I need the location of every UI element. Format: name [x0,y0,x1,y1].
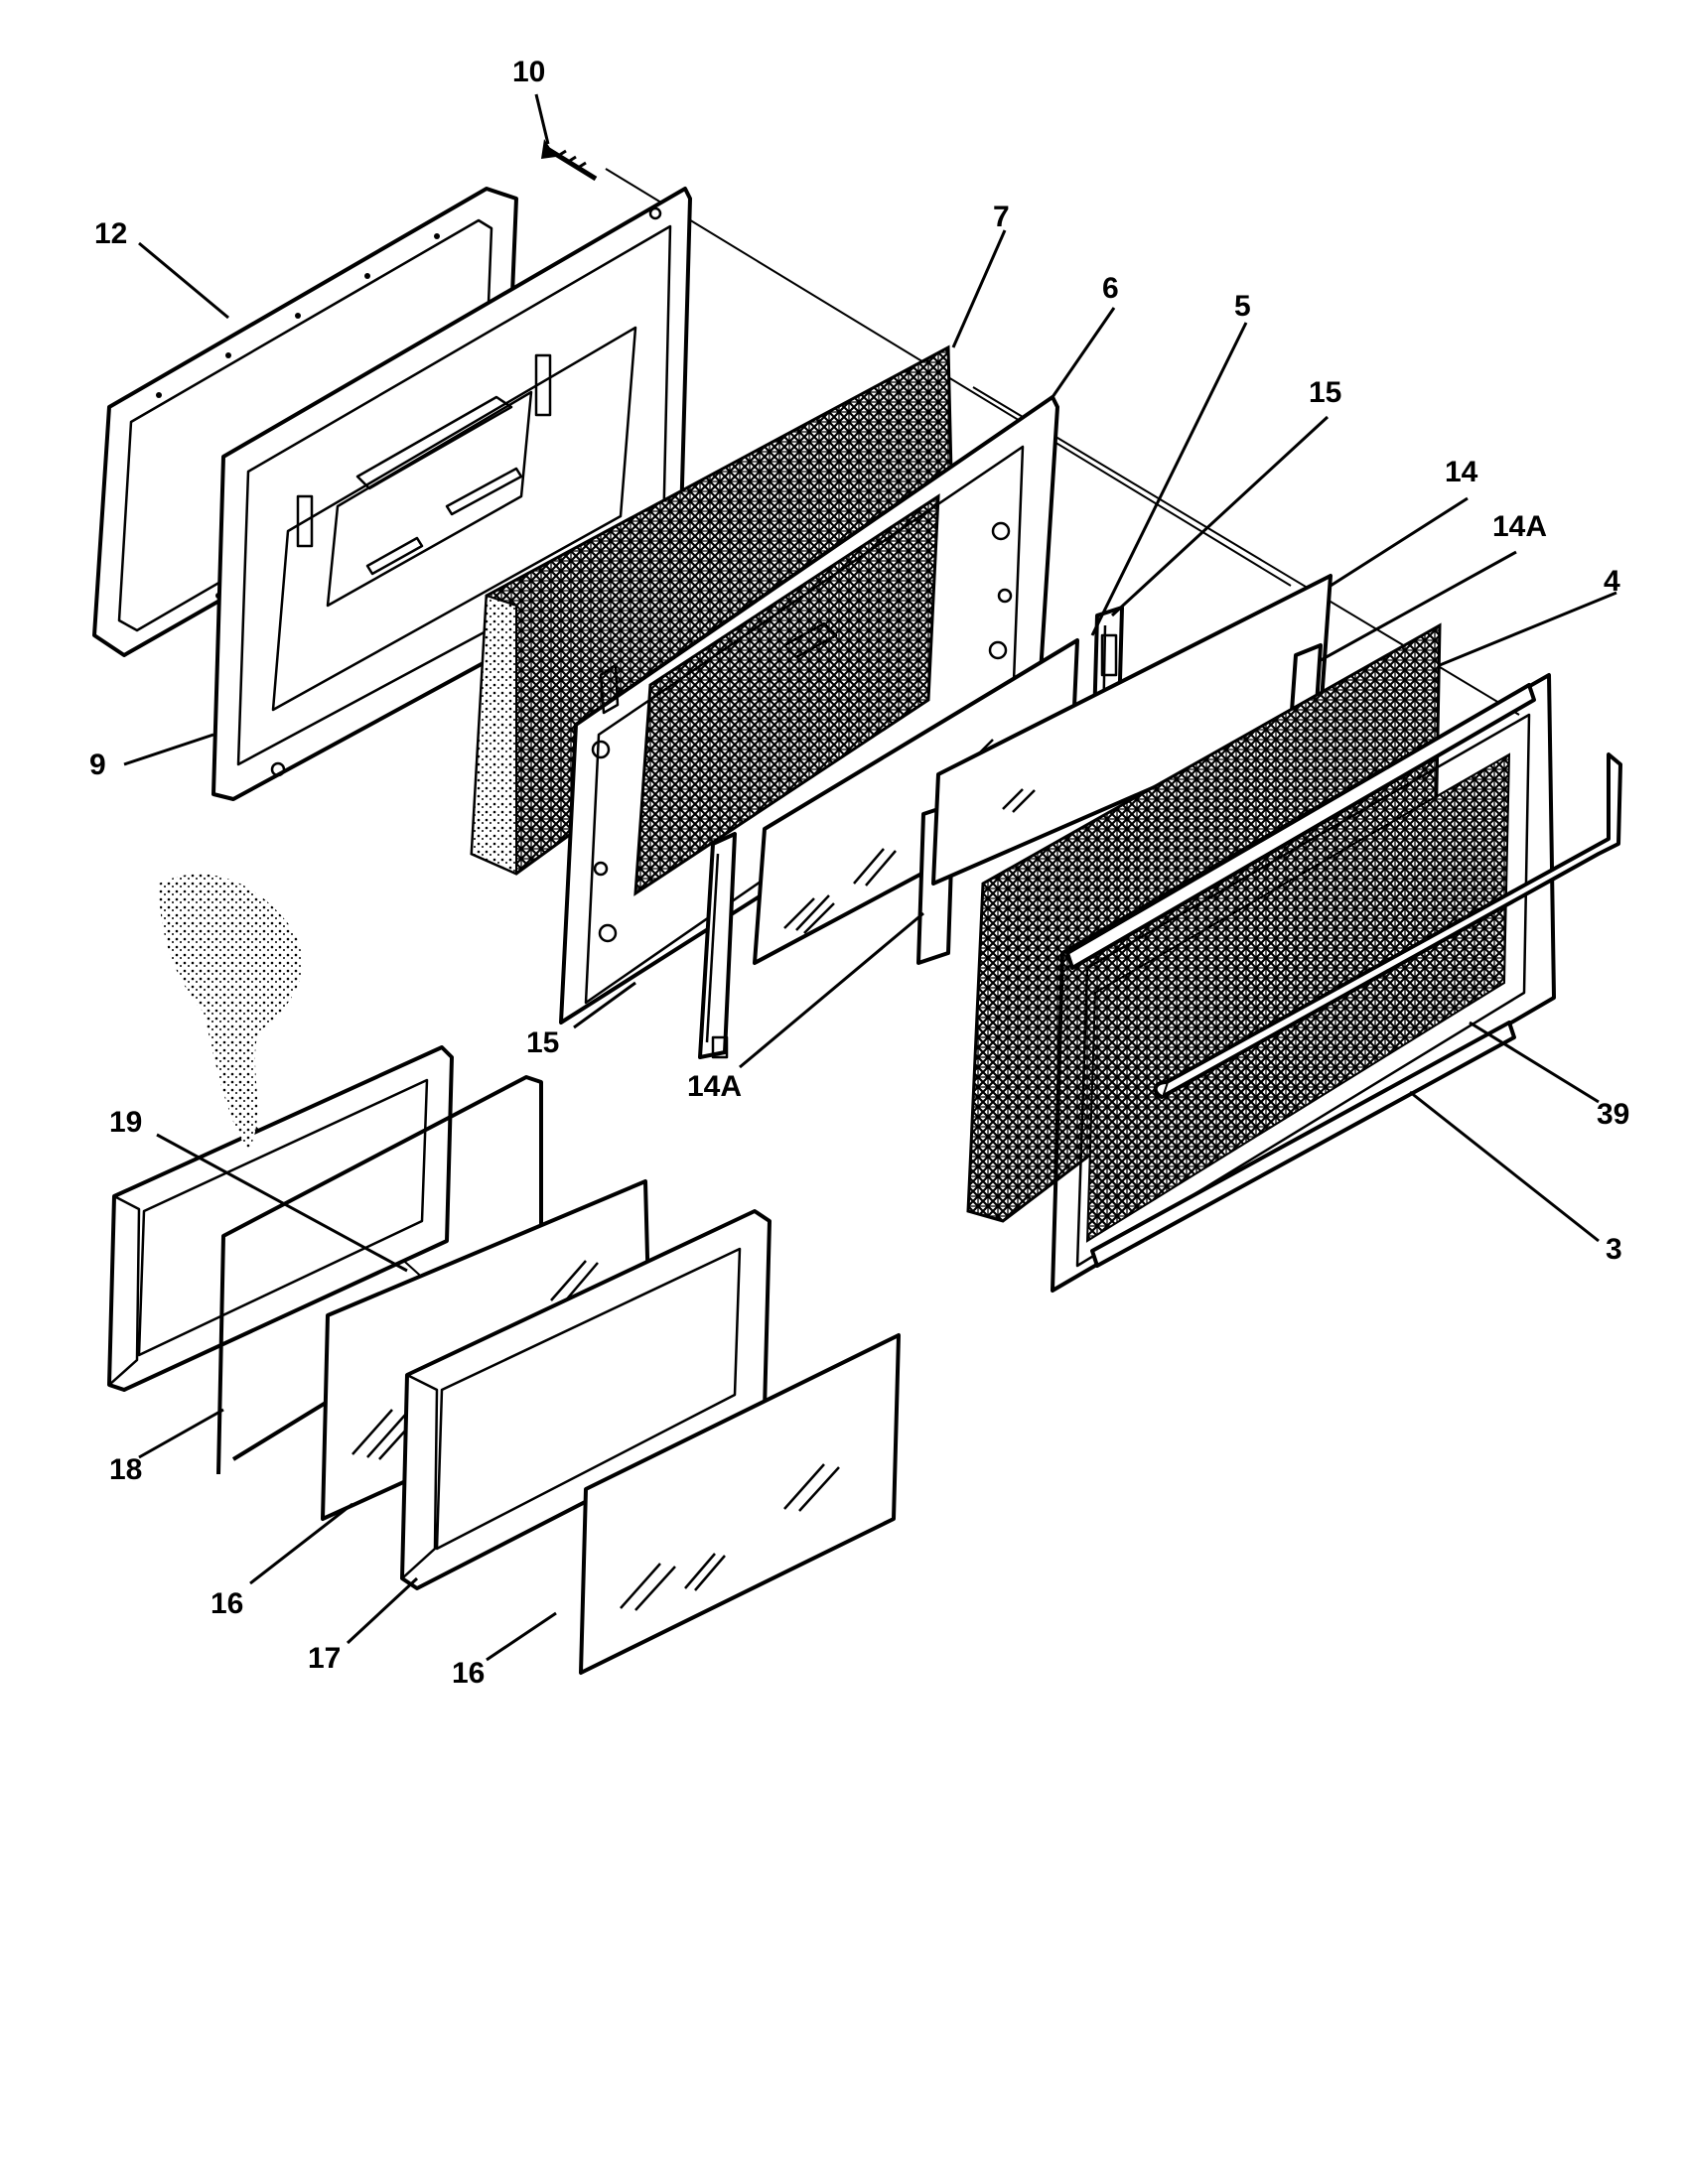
label-part-9: 9 [89,749,106,781]
part-16-window-glass-bottom [579,1333,901,1675]
part-19-window-frame [107,1045,454,1392]
leader-lines [123,93,1617,1662]
label-part-19: 19 [109,1106,142,1139]
label-part-14: 14 [1445,456,1478,488]
label-part-17: 17 [308,1642,341,1675]
label-part-6: 6 [1102,272,1119,305]
label-part-14A-bottom: 14A [687,1070,742,1103]
label-part-14A-right: 14A [1492,510,1547,543]
label-part-15-bottom: 15 [526,1026,559,1059]
label-part-4: 4 [1604,565,1620,598]
label-part-10: 10 [512,56,545,88]
part-10-screw [541,139,598,182]
label-part-18: 18 [109,1453,142,1486]
label-part-39: 39 [1597,1098,1629,1131]
label-part-12: 12 [94,217,127,250]
part-39-door-handle [1153,752,1622,1099]
label-part-16-left: 16 [210,1587,243,1620]
label-part-7: 7 [993,201,1010,233]
label-part-16-bottom: 16 [452,1657,485,1690]
label-part-3: 3 [1606,1233,1622,1266]
stipple-smudge-mark [159,874,303,1152]
label-part-5: 5 [1234,290,1251,323]
part-3-outer-door-frame [1051,673,1556,1293]
part-6-inner-door-panel [559,395,1059,1024]
part-4-outer-mesh-panel [966,622,1442,1223]
part-number-labels: 10 12 7 6 5 15 14 14A 4 9 15 14A 39 3 19… [89,56,1629,1690]
part-17-window-inner-frame [400,1209,772,1590]
part-15-hinge-channel-left [698,832,737,1059]
label-part-15-top: 15 [1309,376,1341,409]
